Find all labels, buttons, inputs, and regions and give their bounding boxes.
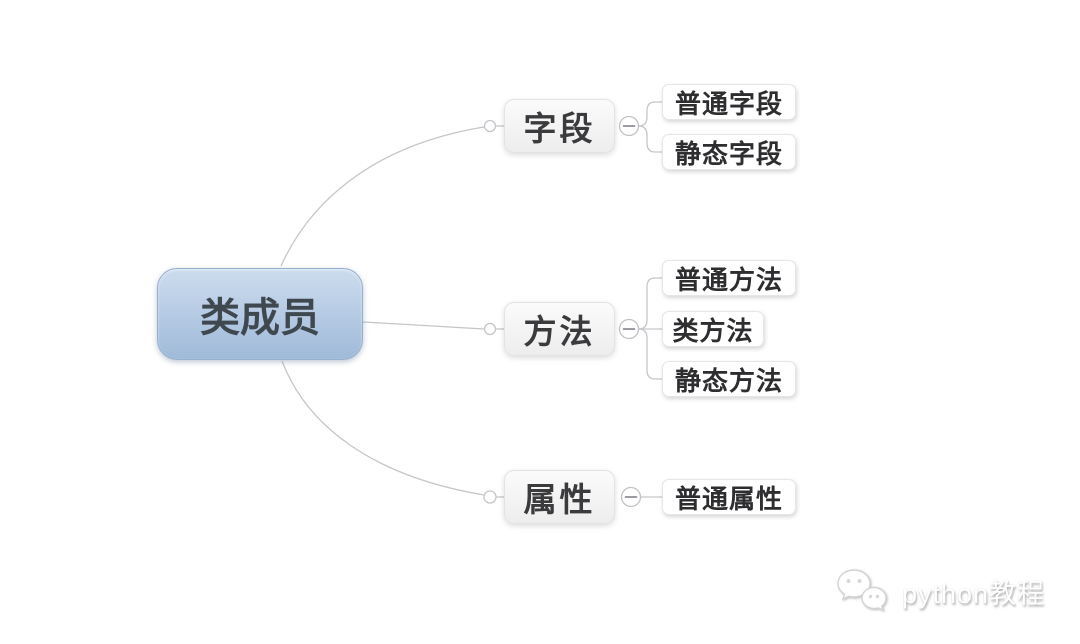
branch-node-label: 字段: [523, 110, 596, 147]
connector-methods-to-child-0: [638, 277, 662, 330]
junction-dot-props: [483, 490, 497, 504]
collapse-button-props[interactable]: [620, 486, 642, 508]
junction-dot-fields: [483, 119, 497, 133]
leaf-node-normal-method[interactable]: 普通方法: [662, 260, 796, 296]
branch-node-label: 属性: [523, 481, 596, 518]
branch-node-label: 方法: [523, 313, 596, 350]
wechat-icon: [837, 569, 887, 612]
leaf-node-label: 类方法: [672, 315, 754, 346]
connector-root-to-methods: [362, 321, 485, 330]
leaf-node-static-method[interactable]: 静态方法: [662, 361, 796, 397]
collapse-button-methods[interactable]: [618, 318, 640, 340]
watermark-text: python教程: [902, 578, 1046, 609]
leaf-node-label: 普通字段: [674, 88, 783, 119]
leaf-node-class-method[interactable]: 类方法: [662, 311, 764, 347]
root-node-class-members[interactable]: 类成员: [157, 268, 363, 360]
branch-node-properties[interactable]: 属性: [504, 470, 615, 524]
leaf-node-label: 静态字段: [674, 138, 783, 169]
branch-node-methods[interactable]: 方法: [504, 302, 615, 356]
connector-methods-to-child-2: [638, 328, 662, 380]
leaf-node-label: 普通属性: [674, 483, 783, 514]
connector-root-to-fields: [280, 126, 485, 267]
connector-fields-to-child-1: [638, 125, 662, 153]
leaf-node-label: 静态方法: [674, 365, 783, 396]
connector-fields-to-child-0: [638, 101, 662, 127]
branch-node-fields[interactable]: 字段: [504, 99, 615, 153]
leaf-node-normal-field[interactable]: 普通字段: [662, 84, 796, 120]
leaf-node-label: 普通方法: [674, 264, 783, 295]
root-node-label: 类成员: [200, 296, 320, 340]
connector-root-to-props: [281, 360, 485, 496]
watermark: python教程: [834, 564, 1045, 618]
leaf-node-static-field[interactable]: 静态字段: [662, 134, 796, 170]
junction-dot-methods: [483, 322, 497, 336]
leaf-node-normal-property[interactable]: 普通属性: [662, 479, 796, 515]
collapse-button-fields[interactable]: [618, 115, 640, 137]
